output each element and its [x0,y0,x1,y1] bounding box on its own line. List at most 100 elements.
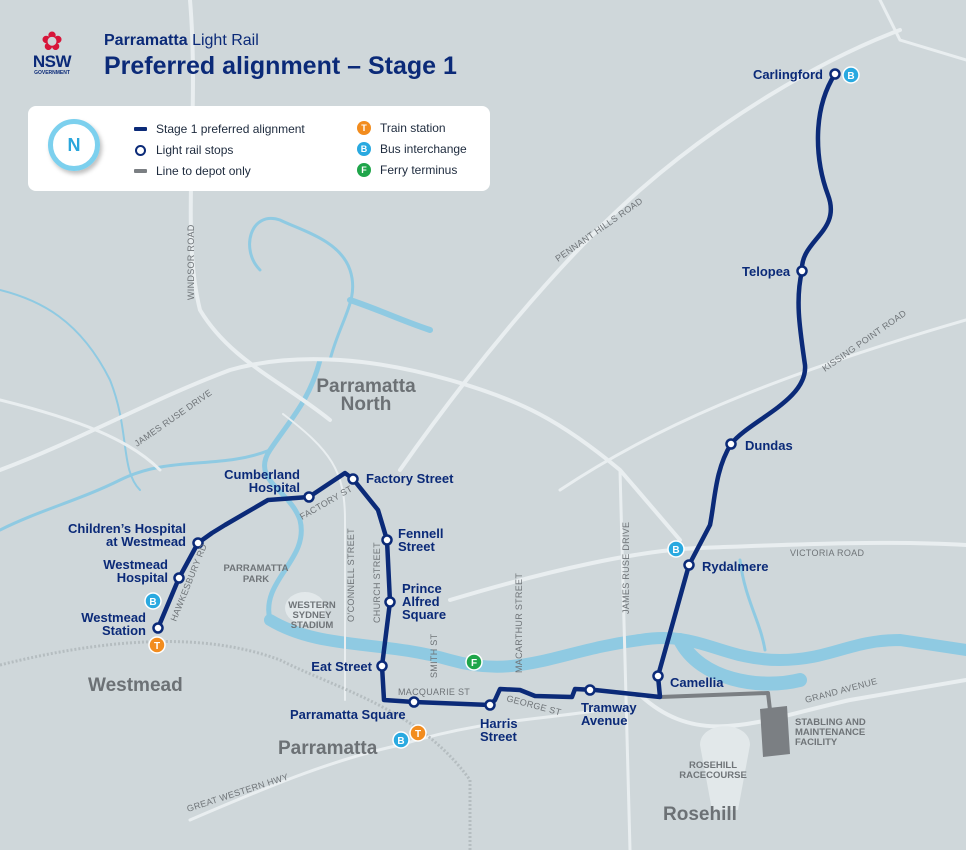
creek-rydalmere [738,558,767,652]
creek-pond [347,297,433,333]
kissing-point-road [558,318,966,492]
road-northeast [878,0,966,62]
light-rail-stop[interactable] [829,68,841,80]
road-label-victoria: VICTORIA ROAD [790,548,864,558]
svg-text:B: B [672,545,679,556]
stop-label-factory-street[interactable]: Factory Street [366,471,454,486]
light-rail-stop[interactable] [652,670,664,682]
road-label-church: CHURCH STREET [372,542,382,623]
stop-label-rydalmere[interactable]: Rydalmere [702,559,768,574]
light-rail-stop[interactable] [347,473,359,485]
light-rail-stop[interactable] [484,699,496,711]
creek-northwest [0,289,141,491]
bus-interchange-westmead[interactable]: B [144,592,162,610]
james-ruse-drive [618,468,632,850]
stop-label-parramatta-square[interactable]: Parramatta Square [290,707,406,722]
windsor-road [188,0,332,422]
map-title: Preferred alignment – Stage 1 [104,52,457,80]
light-rail-stop[interactable] [683,559,695,571]
svg-text:T: T [415,729,421,740]
road-label-macquarie: MACQUARIE ST [398,687,470,697]
light-rail-stop[interactable] [192,537,204,549]
train-station-parramatta[interactable]: T [409,724,427,742]
river-bay [673,633,807,691]
light-rail-stop[interactable] [376,660,388,672]
road-label-windsor: WINDSOR ROAD [186,224,196,300]
road-west [0,398,162,472]
svg-text:B: B [397,736,404,747]
bus-interchange-carlingford[interactable]: B [842,66,860,84]
light-rail-stop[interactable] [152,622,164,634]
stabling-facility [760,706,790,757]
logo-text: NSW [32,52,72,71]
railway-line [0,640,472,850]
pennant-hills-road [398,28,902,472]
stop-label-camellia[interactable]: Camellia [670,675,724,690]
svg-text:B: B [847,71,854,82]
creek-north [248,216,355,362]
ferry-icon: F [357,163,371,177]
ferry-terminus-parramatta[interactable]: F [465,653,483,671]
bus-interchange-parramatta[interactable]: B [392,731,410,749]
stop-label-eat-street[interactable]: Eat Street [311,659,372,674]
stadium-area [285,592,325,624]
oconnell-street [282,413,346,701]
grand-avenue [638,678,966,729]
suburb-rosehill: Rosehill [663,804,737,825]
james-ruse-drive-west [0,357,682,542]
road-label-smith: SMITH ST [429,633,439,678]
road-label-james-ruse-east: JAMES RUSE DRIVE [621,522,631,614]
road-label-macarthur: MACARTHUR STREET [514,573,524,673]
legend-item-alignment: Stage 1 preferred alignment [132,122,305,136]
svg-text:F: F [471,658,477,669]
light-rail-stop[interactable] [796,265,808,277]
creek [262,357,323,623]
logo-subtext: GOVERNMENT [34,70,70,76]
stop-label-telopea[interactable]: Telopea [742,264,791,279]
legend-item-depot: Line to depot only [132,164,251,178]
bus-icon: B [357,142,371,156]
line-icon [133,169,147,173]
depot-line [659,691,772,711]
stop-ring-icon [134,144,146,156]
suburb-parramatta: Parramatta [278,738,378,759]
light-rail-stop[interactable] [584,684,596,696]
nsw-government-logo: ✿ NSW GOVERNMENT [28,28,76,76]
map-legend: N Stage 1 preferred alignment Light rail… [28,106,490,191]
racecourse-area [700,726,750,810]
light-rail-stop[interactable] [384,596,396,608]
stop-label-dundas[interactable]: Dundas [745,438,793,453]
light-rail-stop[interactable] [173,572,185,584]
line-icon [133,127,147,131]
legend-item-stops: Light rail stops [132,143,233,157]
creek-west [0,448,272,532]
light-rail-stop[interactable] [725,438,737,450]
train-station-westmead[interactable]: T [148,636,166,654]
light-rail-stop[interactable] [303,491,315,503]
light-rail-stop[interactable] [408,696,420,708]
map-supertitle: Parramatta Light Rail [104,32,259,49]
map-header: ✿ NSW GOVERNMENT Parramatta Light Rail P… [28,28,457,81]
light-rail-stop[interactable] [381,534,393,546]
stop-label-carlingford[interactable]: Carlingford [753,67,823,82]
bus-interchange-rydalmere[interactable]: B [667,540,685,558]
svg-text:B: B [149,597,156,608]
north-compass-icon: N [48,119,100,171]
road-label-oconnell: O’CONNELL STREET [346,528,356,622]
svg-text:T: T [154,641,160,652]
